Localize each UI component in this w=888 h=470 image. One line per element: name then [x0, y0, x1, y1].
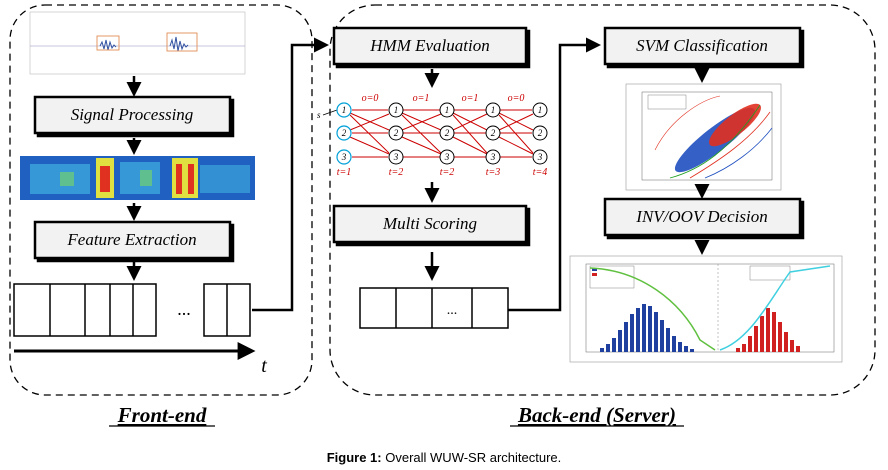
svg-text:1: 1: [445, 105, 450, 115]
svg-text:3: 3: [490, 152, 496, 162]
hmm-trellis: s: [317, 93, 548, 178]
hmm-node-t2-s2: 2: [388, 125, 404, 141]
frontend-ellipsis: ...: [177, 299, 191, 319]
hmm-observation-3: o=1: [462, 93, 479, 104]
hmm-node-t1-s2: 2: [336, 125, 352, 141]
arrow-frontend-to-hmm: [252, 37, 329, 312]
signal-processing-label: Signal Processing: [71, 105, 194, 124]
svg-text:1: 1: [491, 105, 496, 115]
svg-text:3: 3: [537, 152, 543, 162]
hmm-start-label: s: [317, 110, 321, 120]
score-histogram-plot: [569, 255, 843, 363]
hmm-observation-1: o=0: [362, 93, 379, 104]
svg-text:3: 3: [393, 152, 399, 162]
svg-text:1: 1: [394, 105, 399, 115]
hmm-node-t1-s1: 1: [336, 102, 352, 118]
multi-scoring-label: Multi Scoring: [382, 214, 477, 233]
hmm-observation-2: o=1: [413, 93, 430, 104]
signal-processing-box: Signal Processing: [33, 95, 232, 135]
hmm-node-t4-s1: 1: [485, 102, 501, 118]
hmm-time-5: t=4: [533, 167, 548, 178]
spectrogram-plot: [20, 156, 255, 200]
svg-text:2: 2: [445, 128, 450, 138]
svm-classification-box: SVM Classification: [603, 26, 802, 66]
hmm-time-3: t=2: [440, 167, 455, 178]
feature-extraction-box: Feature Extraction: [33, 220, 232, 260]
hmm-observation-4: o=0: [508, 93, 525, 104]
hmm-node-t2-s3: 3: [388, 149, 404, 165]
hmm-node-t4-s2: 2: [485, 125, 501, 141]
inv-oov-decision-label: INV/OOV Decision: [635, 207, 767, 226]
arrow-scores-to-svm: [508, 37, 601, 312]
architecture-diagram: Signal Processing Feature Extraction ...…: [9, 4, 876, 427]
svg-text:2: 2: [394, 128, 399, 138]
svg-text:2: 2: [538, 128, 543, 138]
svg-text:1: 1: [538, 105, 543, 115]
hmm-time-2: t=2: [389, 167, 404, 178]
hmm-evaluation-label: HMM Evaluation: [369, 36, 489, 55]
hmm-time-1: t=1: [337, 167, 352, 178]
time-axis-label: t: [261, 355, 267, 377]
figure-caption-label: Figure 1:: [326, 450, 382, 465]
feature-extraction-label: Feature Extraction: [66, 230, 196, 249]
svg-text:3: 3: [444, 152, 450, 162]
score-ellipsis: ...: [447, 303, 458, 318]
backend-label: Back-end (Server): [517, 403, 676, 427]
score-vector: ...: [359, 287, 509, 329]
hmm-node-t5-s3: 3: [532, 149, 548, 165]
frontend-label: Front-end: [117, 403, 207, 427]
frontend-region: [9, 4, 313, 396]
figure-caption-text: Overall WUW-SR architecture.: [385, 450, 562, 465]
hmm-node-t5-s2: 2: [532, 125, 548, 141]
svm-scatter-plot: [625, 83, 782, 191]
hmm-node-t4-s3: 3: [485, 149, 501, 165]
hmm-node-t3-s2: 2: [439, 125, 455, 141]
waveform-plot: [29, 11, 246, 75]
multi-scoring-box: Multi Scoring: [332, 204, 528, 244]
svg-text:1: 1: [342, 105, 347, 115]
hmm-evaluation-box: HMM Evaluation: [332, 26, 528, 66]
hmm-node-t1-s3: 3: [336, 149, 352, 165]
inv-oov-decision-box: INV/OOV Decision: [603, 197, 802, 237]
backend-region: [329, 4, 876, 396]
svg-text:2: 2: [491, 128, 496, 138]
hmm-node-t3-s1: 1: [439, 102, 455, 118]
hmm-node-t2-s1: 1: [388, 102, 404, 118]
hmm-node-t3-s3: 3: [439, 149, 455, 165]
hmm-time-4: t=3: [486, 167, 501, 178]
frontend-frame-sequence: ...: [13, 283, 251, 337]
svg-text:3: 3: [341, 152, 347, 162]
svg-text:2: 2: [342, 128, 347, 138]
svm-classification-label: SVM Classification: [636, 36, 768, 55]
figure-caption: Figure 1: Overall WUW-SR architecture.: [0, 450, 888, 465]
hmm-node-t5-s1: 1: [532, 102, 548, 118]
